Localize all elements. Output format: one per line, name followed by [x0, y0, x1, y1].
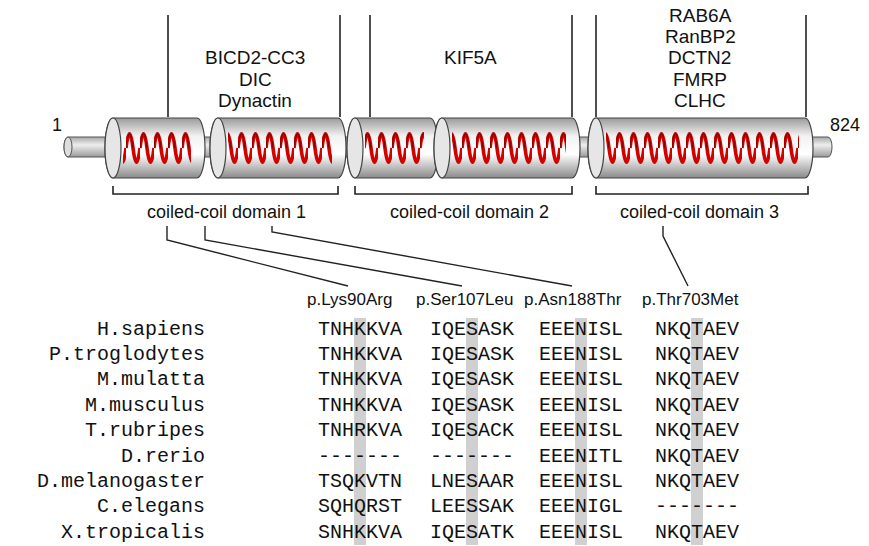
partner-label: DCTN2 — [668, 47, 731, 69]
sequence-fragment: NKQTAEV — [655, 394, 739, 418]
sequence-fragment: EEENISL — [539, 470, 623, 494]
sequence-fragment: TNHKKVA — [318, 394, 402, 418]
species-name: M.musculus — [85, 394, 205, 418]
sequence-fragment: EEENISL — [539, 394, 623, 418]
species-name: T.rubripes — [85, 419, 205, 443]
sequence-fragment: EEENISL — [539, 521, 623, 545]
mutation-label: p.Asn188Thr — [524, 290, 621, 310]
domain-label: coiled-coil domain 2 — [390, 202, 549, 223]
sequence-fragment: NKQTAEV — [655, 521, 739, 545]
sequence-fragment: TNHRKVA — [318, 419, 402, 443]
highlight-column — [354, 318, 703, 545]
domain-bracket — [113, 186, 808, 194]
sequence-fragment: EEENISL — [539, 368, 623, 392]
partner-label: FMRP — [673, 69, 727, 91]
coiled-coil-cylinder — [105, 118, 813, 178]
sequence-fragment: IQESASK — [430, 394, 514, 418]
sequence-fragment: ------- — [430, 445, 514, 469]
sequence-fragment: EEENIGL — [539, 495, 623, 519]
species-name: M.mulatta — [97, 368, 205, 392]
leader-line — [167, 226, 688, 286]
sequence-fragment: EEENISL — [539, 343, 623, 367]
sequence-fragment: NKQTAEV — [655, 470, 739, 494]
sequence-fragment: IQESACK — [430, 419, 514, 443]
sequence-fragment: EEENISL — [539, 419, 623, 443]
partner-label: DIC — [239, 69, 272, 91]
species-name: H.sapiens — [97, 318, 205, 342]
mutation-label: p.Ser107Leu — [416, 290, 513, 310]
sequence-fragment: NKQTAEV — [655, 368, 739, 392]
species-name: P.troglodytes — [49, 343, 205, 367]
region-bracket — [168, 15, 806, 117]
domain-label: coiled-coil domain 3 — [620, 202, 779, 223]
sequence-fragment: NKQTAEV — [655, 343, 739, 367]
sequence-fragment: TNHKKVA — [318, 368, 402, 392]
sequence-fragment: TNHKKVA — [318, 343, 402, 367]
sequence-fragment: IQESASK — [430, 368, 514, 392]
sequence-fragment: EEENISL — [539, 318, 623, 342]
sequence-fragment: SNHKKVA — [318, 521, 402, 545]
partner-label: CLHC — [674, 90, 726, 112]
sequence-fragment: IQESASK — [430, 343, 514, 367]
species-name: D.melanogaster — [37, 470, 205, 494]
sequence-fragment: LNESAAR — [430, 470, 514, 494]
partner-label: BICD2-CC3 — [205, 47, 305, 69]
partner-label: Dynactin — [218, 90, 292, 112]
sequence-fragment: NKQTAEV — [655, 318, 739, 342]
sequence-fragment: ------- — [318, 445, 402, 469]
sequence-fragment: ------- — [655, 495, 739, 519]
residue-number: 824 — [830, 115, 860, 136]
sequence-fragment: IQESASK — [430, 318, 514, 342]
sequence-fragment: NKQTAEV — [655, 419, 739, 443]
sequence-fragment: NKQTAEV — [655, 445, 739, 469]
partner-label: RanBP2 — [665, 26, 736, 48]
species-name: D.rerio — [121, 445, 205, 469]
sequence-fragment: SQHQRST — [318, 495, 402, 519]
partner-label: RAB6A — [669, 5, 731, 27]
domain-label: coiled-coil domain 1 — [147, 202, 306, 223]
sequence-fragment: IQESATK — [430, 521, 514, 545]
species-name: C.elegans — [97, 495, 205, 519]
sequence-fragment: LEESSAK — [430, 495, 514, 519]
sequence-fragment: TNHKKVA — [318, 318, 402, 342]
partner-label: KIF5A — [444, 47, 497, 69]
species-name: X.tropicalis — [61, 521, 205, 545]
mutation-label: p.Thr703Met — [642, 290, 738, 310]
sequence-fragment: TSQKVTN — [318, 470, 402, 494]
residue-number: 1 — [52, 115, 62, 136]
mutation-label: p.Lys90Arg — [307, 290, 392, 310]
sequence-fragment: EEENITL — [539, 445, 623, 469]
